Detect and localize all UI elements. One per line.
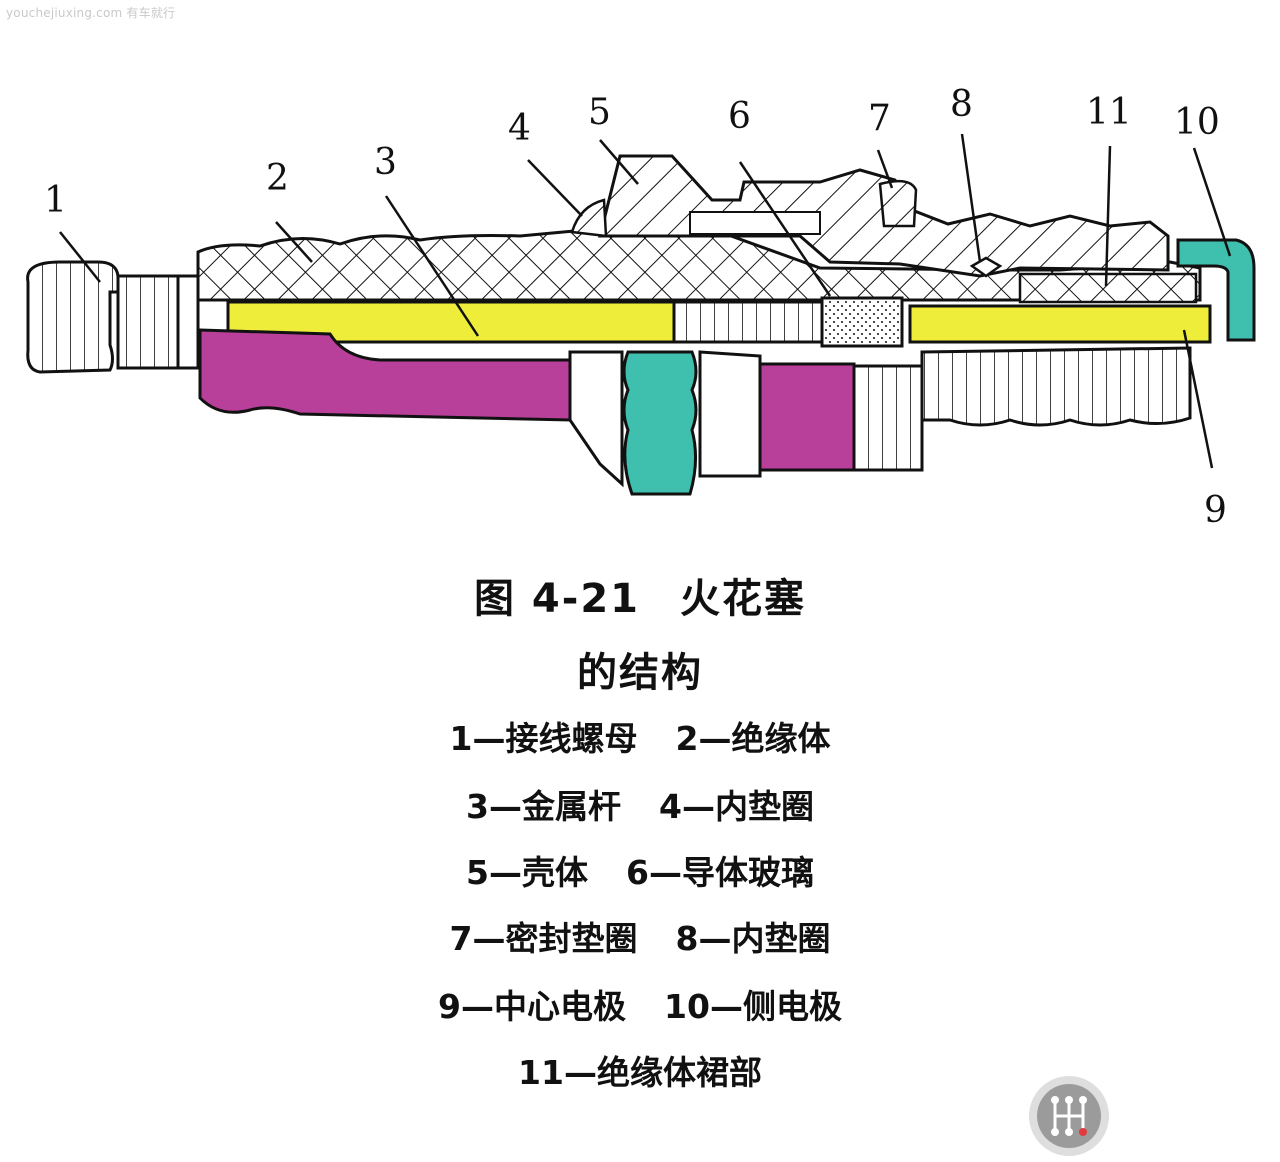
site-watermark: youchejiuxing.com 有车就行 [6, 6, 176, 20]
figure-title: 图 4-21 火花塞 [0, 566, 1280, 624]
side-electrode [1176, 238, 1256, 342]
legend-item: 7—密封垫圈 [449, 919, 638, 958]
thread [920, 346, 1192, 427]
insulator-skirt [1018, 272, 1198, 304]
figure-number: 图 4-21 [473, 576, 641, 622]
spark-plug-diagram: 1 2 3 4 5 6 7 8 9 10 11 [26, 84, 1256, 531]
label-8: 8 [950, 84, 973, 125]
legend-line-6: 11—绝缘体裙部 [0, 1046, 1280, 1094]
sealing-washer [878, 179, 918, 228]
legend-item: 10—侧电极 [664, 987, 842, 1026]
legend-item: 9—中心电极 [438, 987, 627, 1026]
hex-nut [622, 350, 698, 496]
label-9: 9 [1204, 490, 1227, 531]
legend-item: 4—内垫圈 [659, 787, 814, 826]
insulator [196, 228, 1202, 302]
figure-name: 火花塞 [680, 576, 807, 622]
leader-lines [59, 133, 1232, 469]
legend-line-4: 7—密封垫圈 8—内垫圈 [0, 912, 1280, 960]
legend-item: 5—壳体 [466, 853, 588, 892]
label-4: 4 [508, 108, 531, 149]
legend-line-3: 5—壳体 6—导体玻璃 [0, 846, 1280, 894]
label-5: 5 [588, 92, 611, 133]
metal-rod [226, 300, 824, 344]
label-7: 7 [868, 98, 891, 139]
terminal-nut [26, 260, 200, 374]
legend-line-5: 9—中心电极 10—侧电极 [0, 980, 1280, 1028]
legend-line-2: 3—金属杆 4—内垫圈 [0, 780, 1280, 828]
label-11: 11 [1086, 92, 1132, 133]
label-3: 3 [374, 142, 397, 183]
label-1: 1 [44, 180, 67, 221]
legend-item: 3—金属杆 [466, 787, 621, 826]
inner-washer-4 [570, 198, 608, 238]
shell-lower-body [198, 328, 924, 488]
legend-item: 1—接线螺母 [449, 719, 638, 758]
legend-item: 8—内垫圈 [675, 919, 831, 958]
figure-subtitle: 的结构 [577, 650, 703, 696]
legend-item: 2—绝缘体 [675, 719, 831, 758]
inner-washer-8 [969, 256, 1003, 278]
legend-item: 11—绝缘体裙部 [518, 1053, 762, 1092]
conductive-glass [820, 296, 904, 348]
center-electrode [908, 304, 1212, 344]
legend-item: 6—导体玻璃 [626, 853, 814, 892]
label-2: 2 [266, 158, 289, 199]
callout-labels: 1 2 3 4 5 6 7 8 9 10 11 [44, 84, 1227, 531]
label-6: 6 [728, 96, 751, 137]
legend-line-1: 1—接线螺母 2—绝缘体 [0, 712, 1280, 760]
gear-shift-logo-icon [1029, 1076, 1109, 1156]
label-10: 10 [1174, 102, 1220, 143]
